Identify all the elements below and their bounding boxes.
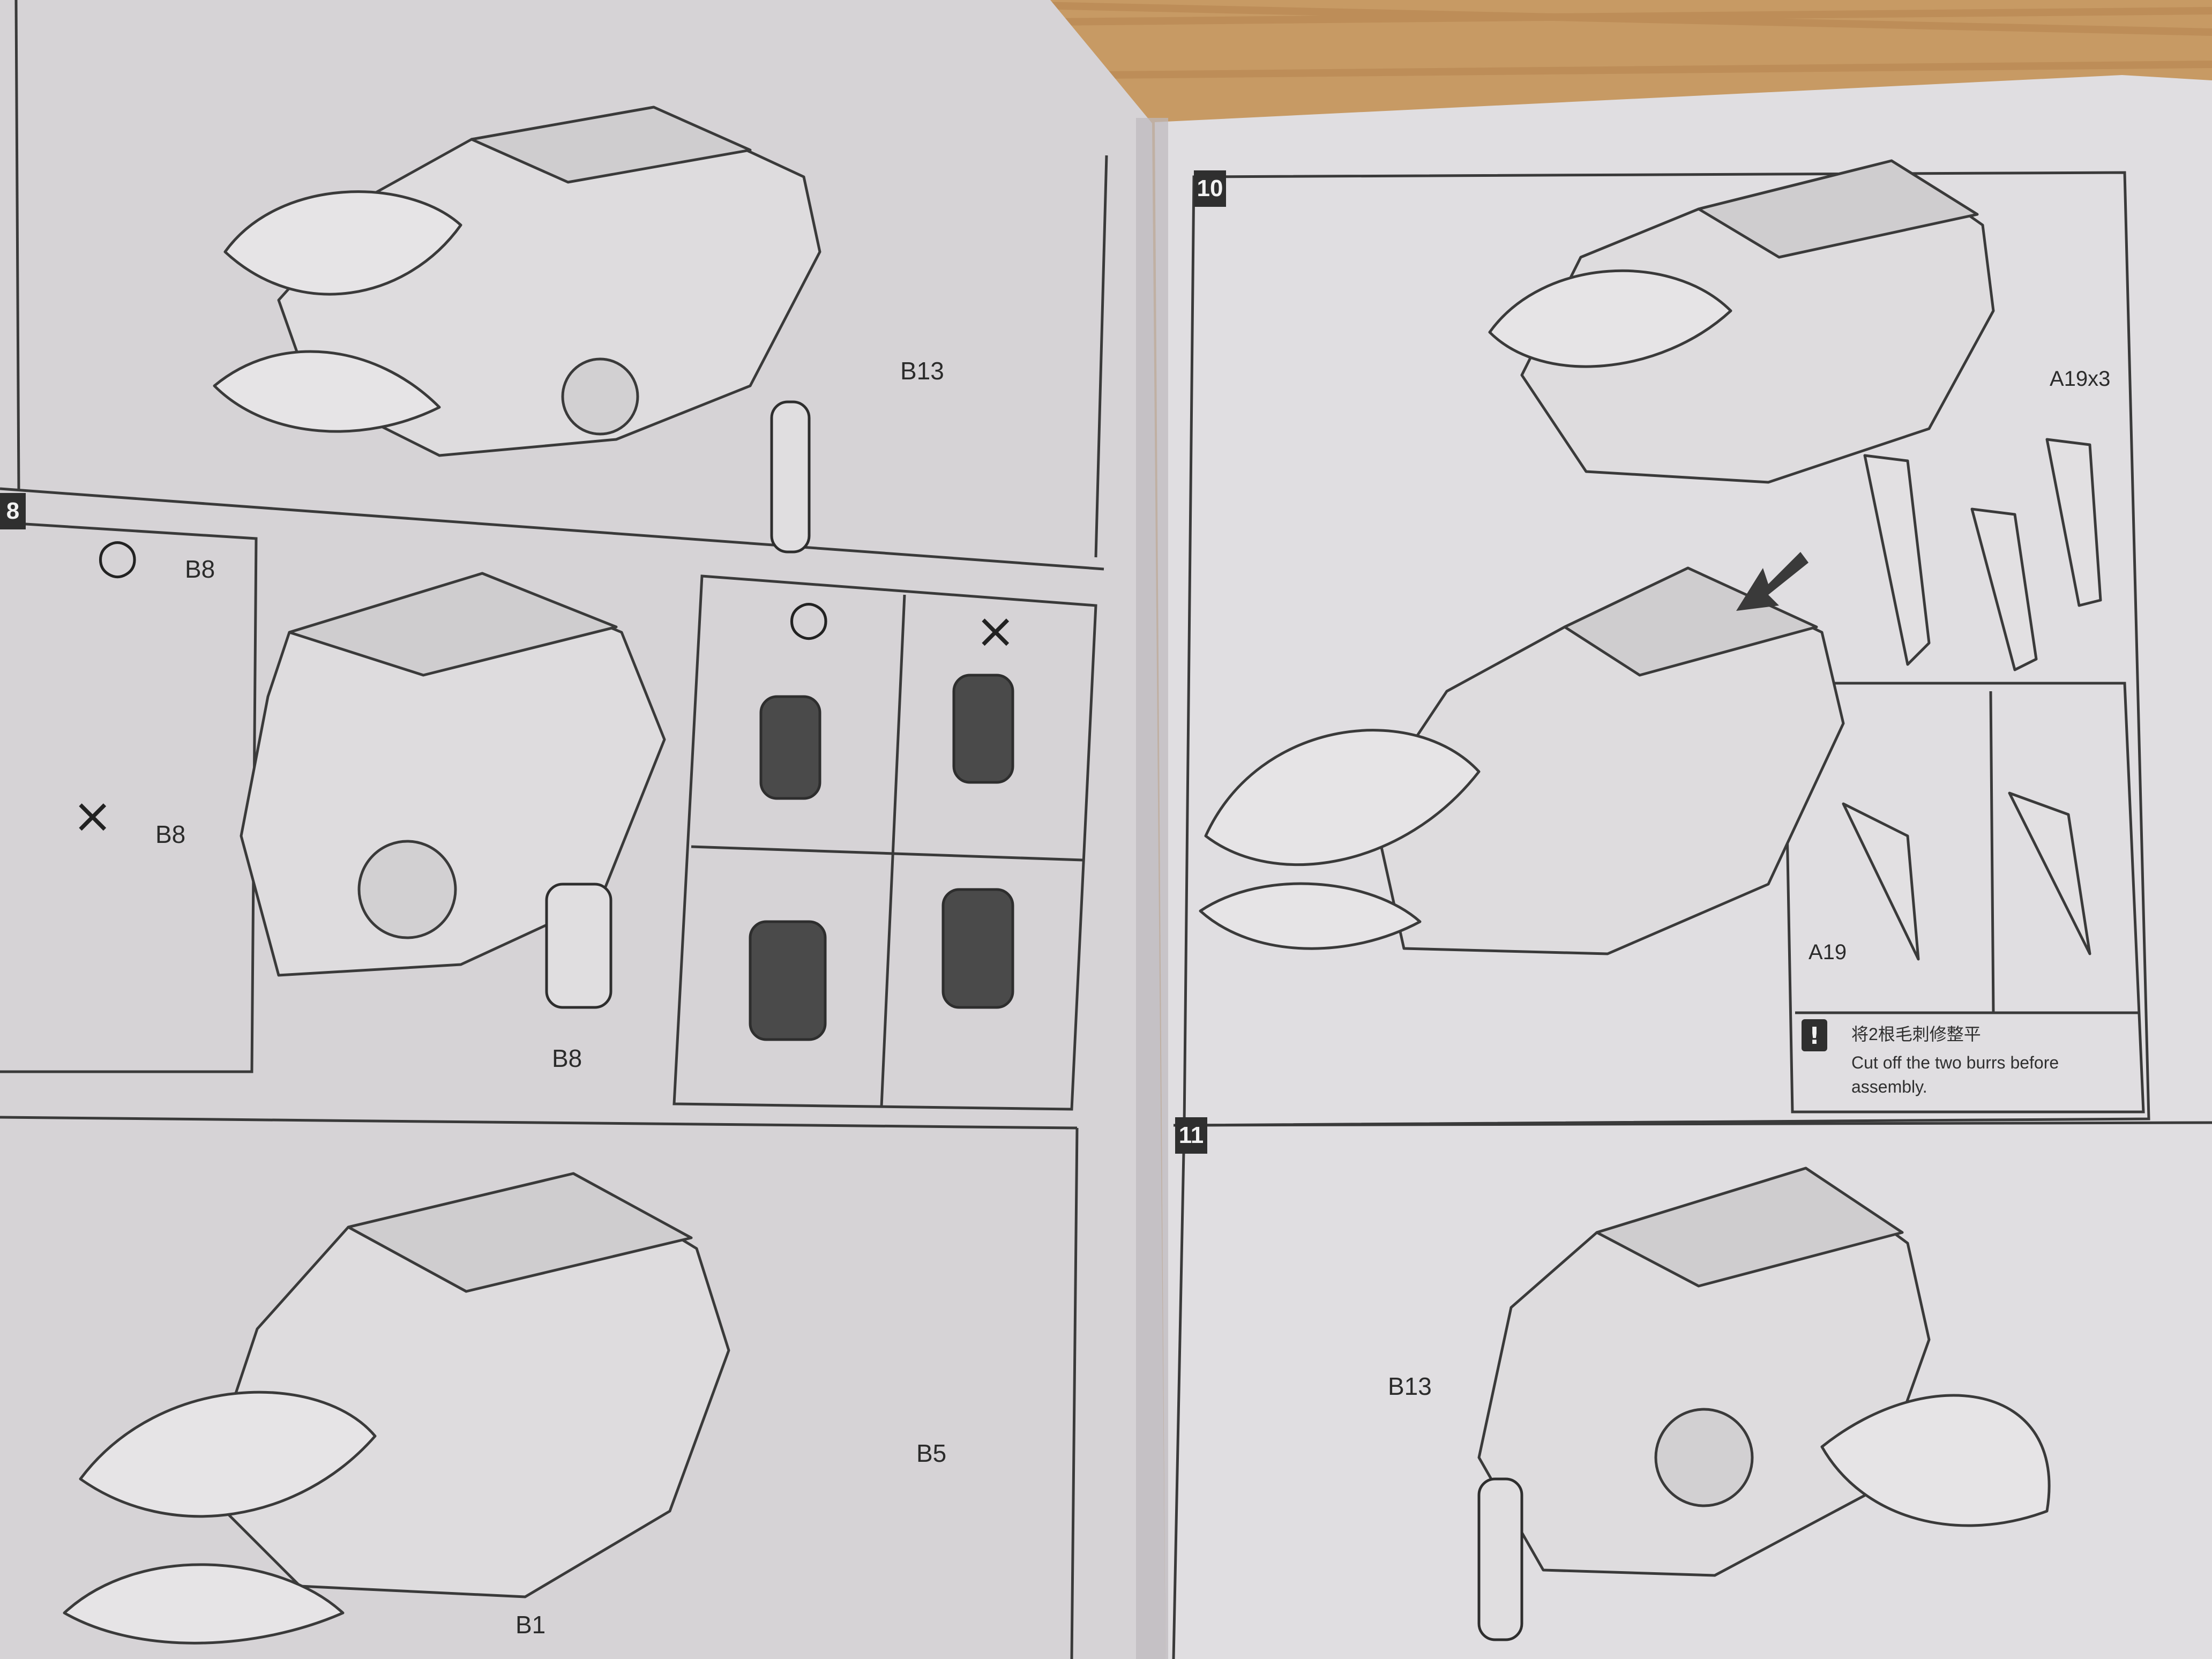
step-8-badge: 8 [0, 493, 26, 529]
correct-symbol-panel: ○ [788, 589, 830, 646]
burr-note-zh: 将2根毛刺修整平 [1851, 1025, 1981, 1044]
robot-illustrations [63, 106, 2102, 1645]
label-a19: A19 [1809, 940, 1847, 964]
wrong-symbol-panel: × [975, 603, 1016, 659]
label-b8-correct: B8 [185, 555, 215, 583]
correct-symbol-left: ○ [96, 528, 139, 584]
step-10-badge: 10 [1194, 170, 1226, 207]
label-b8-wrong: B8 [155, 820, 186, 848]
label-b13-bottom: B13 [1388, 1372, 1432, 1400]
label-b5: B5 [916, 1439, 947, 1467]
burr-note-en-2: assembly. [1851, 1077, 1927, 1096]
label-b1: B1 [515, 1611, 546, 1639]
down-arrow [1736, 552, 1809, 611]
step-11-badge: 11 [1175, 1117, 1207, 1154]
part-detail-views [545, 400, 1523, 1641]
warning-icon [1802, 1019, 1827, 1051]
label-b8-main: B8 [552, 1044, 582, 1072]
burr-note-en-1: Cut off the two burrs before [1851, 1053, 2059, 1072]
wrong-symbol-left: × [72, 788, 113, 844]
svg-text:!: ! [1809, 1022, 1820, 1050]
gutter-shadow [1136, 118, 1168, 1659]
label-b13-top: B13 [900, 357, 944, 385]
label-a19x3: A19x3 [2050, 367, 2111, 391]
